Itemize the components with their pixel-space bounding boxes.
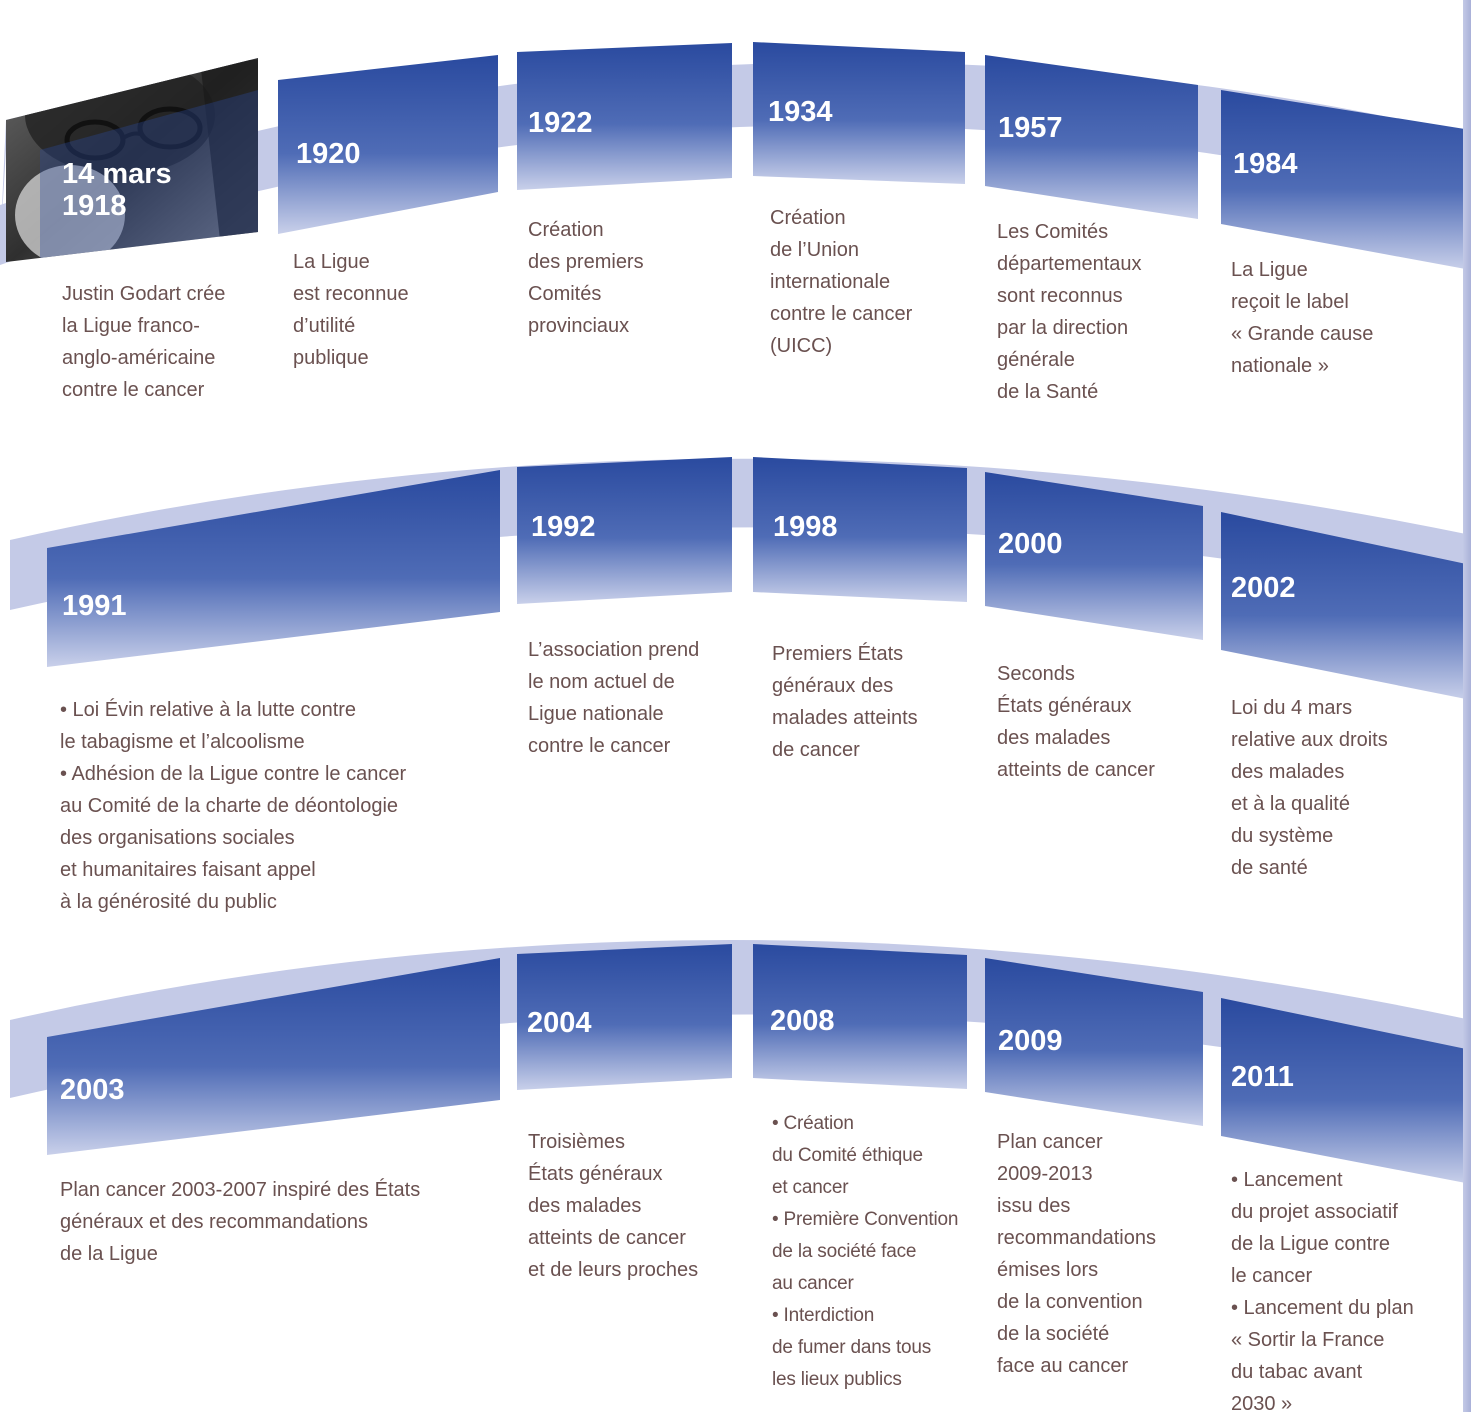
event-description: Création de l’Union internationale contr… [770,207,913,357]
year-panel-row1-2 [278,55,498,234]
year-panel-row3-3 [753,944,967,1089]
year-panel-row3-4 [985,958,1203,1126]
event-year: 14 mars 1918 [62,158,172,222]
event-description: • Loi Évin relative à la lutte contre le… [60,699,407,913]
event-year: 2008 [770,1005,835,1037]
event-description: L’association prend le nom actuel de Lig… [528,639,700,757]
year-panel-row2-3 [753,457,967,602]
event-description: Seconds États généraux des malades attei… [997,663,1155,781]
event-description: Justin Godart crée la Ligue franco- angl… [62,283,226,401]
year-panel-row3-1 [47,958,500,1155]
event-description: La Ligue est reconnue d’utilité publique [293,251,409,369]
event-year: 1922 [528,107,593,139]
year-panel-row2-1 [47,470,500,667]
event-year: 2003 [60,1074,125,1106]
event-description: Plan cancer 2003-2007 inspiré des États … [60,1179,421,1265]
event-year: 1934 [768,96,833,128]
year-panel-row3-2 [517,944,732,1090]
photo-blue-tint [40,90,258,258]
right-edge-bar [1463,0,1471,1412]
event-year: 1991 [62,590,127,622]
event-year: 1920 [296,138,361,170]
event-year: 2000 [998,528,1063,560]
event-year: 2004 [527,1007,592,1039]
event-description: Premiers États généraux des malades atte… [772,643,918,761]
event-year: 2009 [998,1025,1063,1057]
event-description: La Ligue reçoit le label « Grande cause … [1231,259,1374,377]
event-description: Les Comités départementaux sont reconnus… [997,221,1142,403]
year-panel-row3-5 [1221,998,1471,1184]
event-description: • Création du Comité éthique et cancer •… [772,1113,959,1390]
portrait-photo [6,58,258,262]
event-year: 1957 [998,112,1063,144]
event-year: 1992 [531,511,596,543]
year-panel-row1-5 [985,55,1198,219]
event-description: • Lancement du projet associatif de la L… [1231,1169,1414,1412]
year-panel-row2-4 [985,472,1203,640]
event-description: Plan cancer 2009-2013 issu des recommand… [997,1131,1156,1377]
event-year: 2011 [1231,1061,1294,1093]
event-description: Loi du 4 mars relative aux droits des ma… [1231,697,1388,879]
year-panel-row1-3 [517,43,732,190]
event-year: 1984 [1233,148,1298,180]
year-panel-row1-4 [753,42,965,184]
year-panel-row2-2 [517,457,732,604]
year-panel-row2-5 [1221,512,1471,700]
event-year: 1998 [773,511,838,543]
event-year: 2002 [1231,572,1296,604]
year-panel-row1-6 [1221,90,1471,270]
event-description: Troisièmes États généraux des malades at… [528,1131,699,1281]
event-description: Création des premiers Comités provinciau… [528,219,644,337]
